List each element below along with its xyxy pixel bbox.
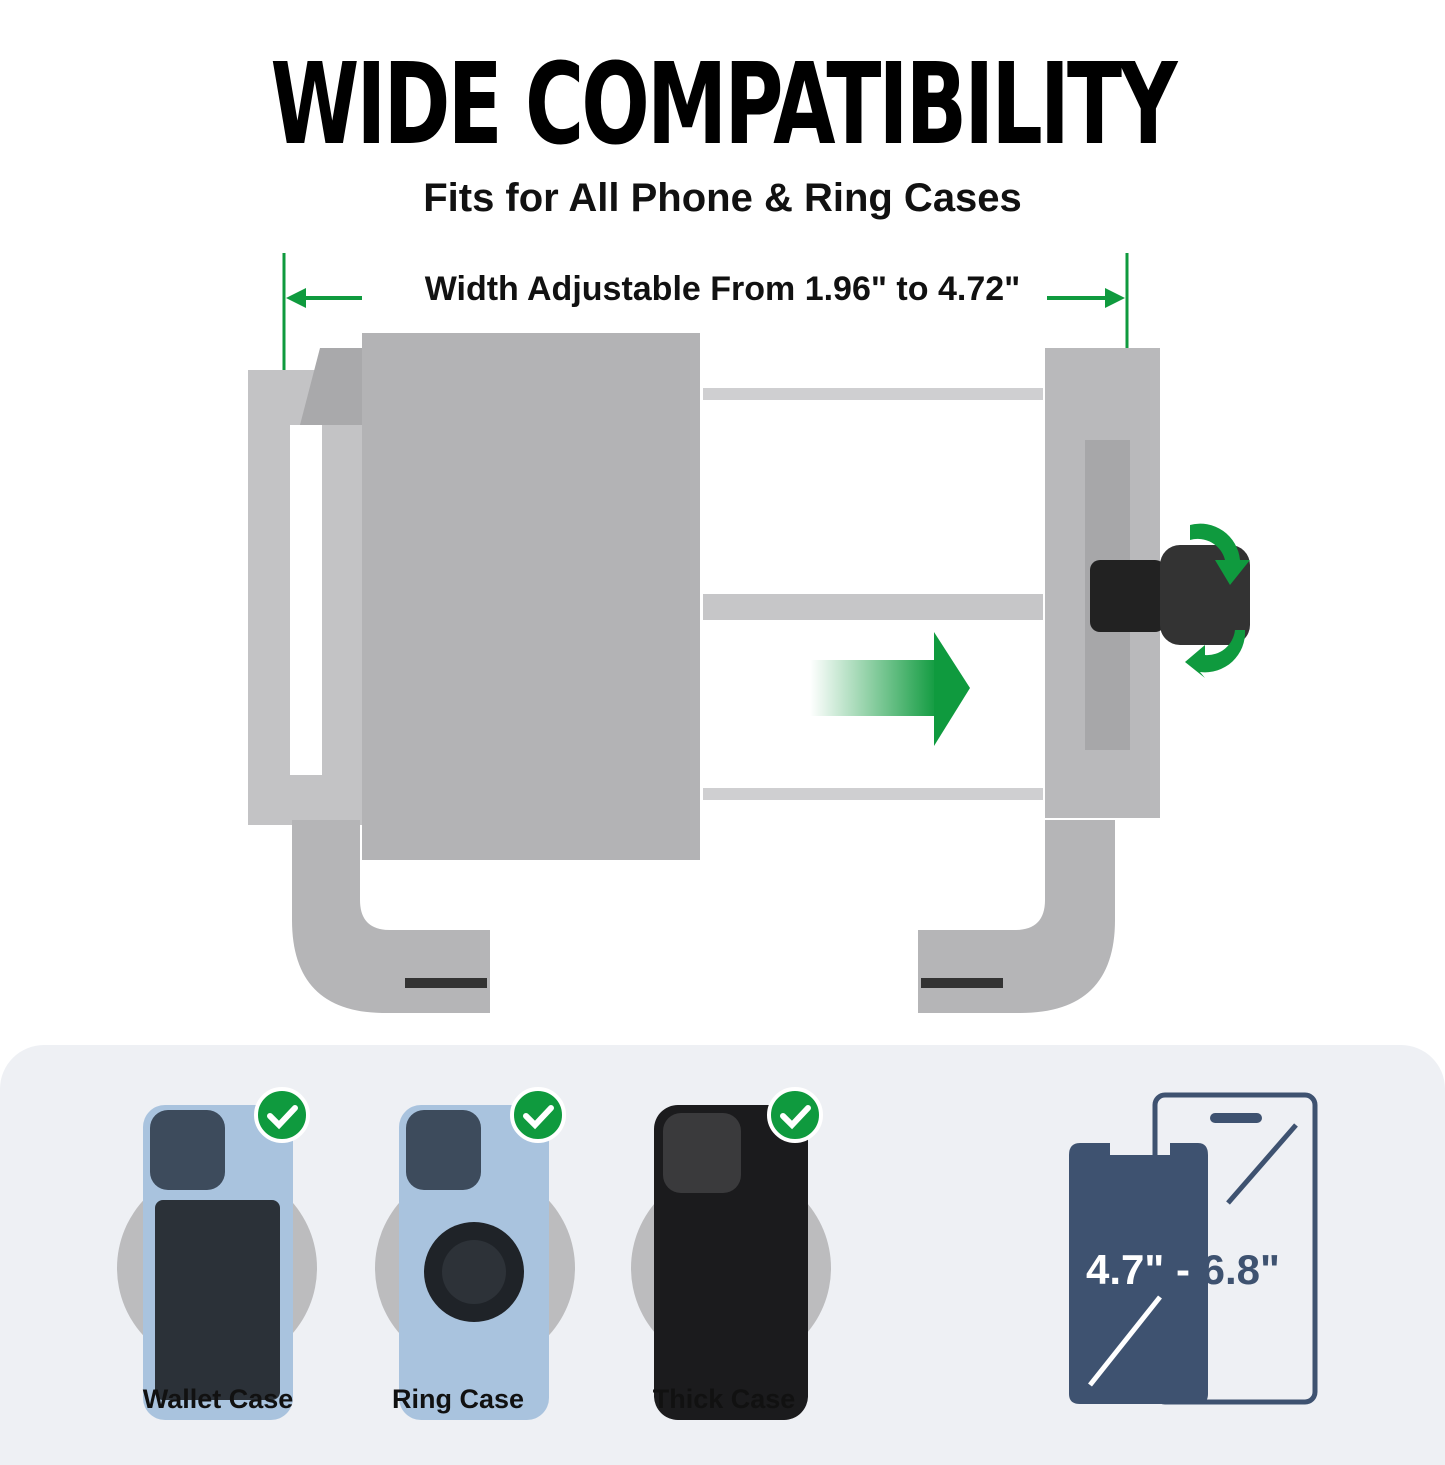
thick-case-image [631, 1105, 831, 1420]
phone-holder-illustration [248, 253, 1250, 1013]
size-max: 6.8" [1201, 1246, 1280, 1293]
case-label-ring: Ring Case [391, 1384, 525, 1414]
case-label-wallet: Wallet Case [142, 1384, 294, 1414]
case-label-thick: Thick Case [652, 1384, 796, 1414]
size-separator: - [1164, 1246, 1202, 1293]
ring-case-image [375, 1105, 575, 1420]
sliding-jaw [362, 333, 700, 860]
guide-rods [703, 388, 1043, 800]
size-range-text: 4.7" - 6.8" [1086, 1246, 1280, 1294]
left-clamp [248, 348, 490, 1013]
check-icon [254, 1087, 823, 1143]
slide-direction-arrow-icon [810, 632, 970, 746]
size-min: 4.7" [1086, 1246, 1165, 1293]
case-illustrations [117, 1087, 1318, 1420]
phone-size-icon [1069, 1092, 1318, 1405]
wallet-case-image [117, 1105, 317, 1420]
width-range-text: Width Adjustable From 1.96" to 4.72" [424, 270, 1021, 308]
subtitle: Fits for All Phone & Ring Cases [423, 176, 1022, 220]
page-title: WIDE COMPATIBILITY [270, 40, 1177, 170]
knob-icon [1090, 523, 1250, 678]
